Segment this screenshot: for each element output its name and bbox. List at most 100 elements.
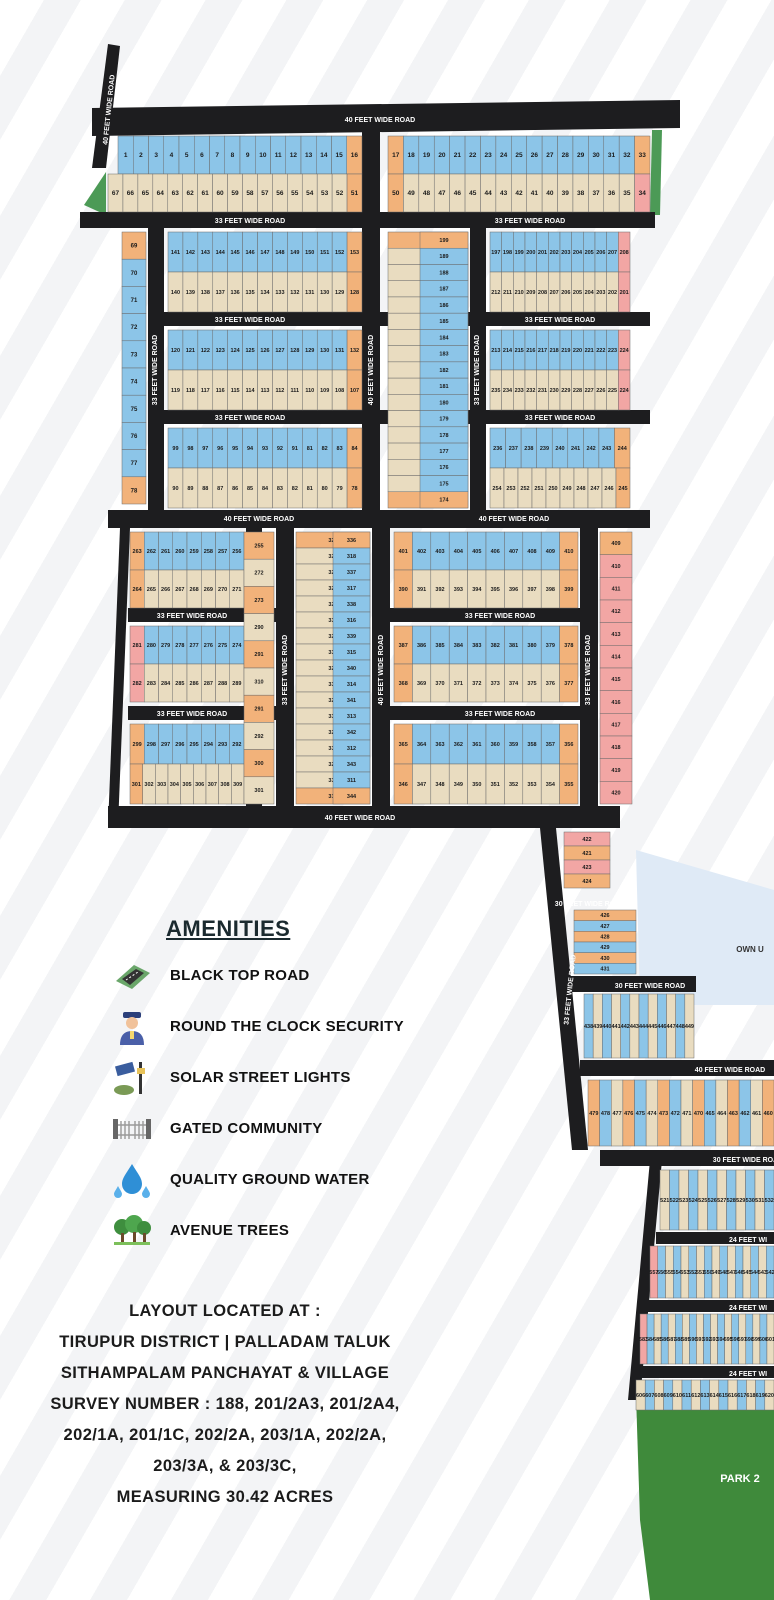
plot-number: 179	[439, 417, 448, 423]
plot-cell	[599, 781, 633, 805]
plot-number: 35	[623, 190, 631, 197]
plot-number: 442	[621, 1024, 630, 1030]
plot-number: 348	[435, 782, 444, 788]
plot-number: 141	[171, 250, 180, 256]
plot-number: 338	[347, 602, 356, 608]
road-label: 33 FEET WIDE ROAD	[215, 415, 285, 422]
plot-number: 336	[347, 538, 356, 544]
plot-number: 63	[172, 190, 180, 197]
plot-number: 261	[161, 549, 170, 555]
plot-number: 381	[509, 643, 518, 649]
plot-cell	[243, 531, 275, 560]
plot-number: 76	[131, 434, 138, 440]
plot-number: 181	[439, 384, 448, 390]
plot-number: 356	[564, 742, 573, 748]
plot-number: 201	[538, 250, 547, 256]
plot-number: 127	[275, 348, 284, 354]
plot-number: 542	[766, 1270, 774, 1276]
plot-number: 462	[740, 1111, 749, 1117]
plot-number: 57	[261, 190, 269, 197]
plot-number: 409	[546, 549, 555, 555]
plot-number: 47	[438, 190, 446, 197]
plot-number: 147	[260, 250, 269, 256]
plot-number: 43	[500, 190, 508, 197]
location-line: TIRUPUR DISTRICT | PALLADAM TALUK	[59, 1333, 391, 1351]
plot-number: 272	[254, 571, 263, 577]
park-label: PARK 2	[720, 1473, 760, 1485]
plot-number: 206	[561, 290, 570, 296]
plot-number: 229	[561, 388, 570, 394]
plot-number: 15	[336, 152, 344, 159]
location-heading: LAYOUT LOCATED AT :	[129, 1302, 321, 1320]
plot-number: 1	[124, 152, 128, 159]
plot-number: 40	[546, 190, 554, 197]
road-label: 24 FEET WI	[729, 1305, 767, 1312]
plot-number: 311	[347, 778, 356, 784]
road-label: 33 FEET WIDE ROAD	[152, 335, 159, 405]
plot-number: 608	[654, 1393, 663, 1399]
plot-number: 29	[577, 152, 585, 159]
road-24ft-a	[656, 1232, 774, 1244]
plot-number: 114	[246, 388, 256, 394]
plot-number: 213	[491, 348, 500, 354]
own-use-area	[636, 850, 774, 1005]
plot-number: 131	[335, 348, 344, 354]
plot-number: 371	[454, 681, 463, 687]
plot-number: 421	[582, 851, 591, 857]
plot-number: 26	[531, 152, 539, 159]
plot-number: 301	[254, 788, 263, 794]
plot-number: 185	[439, 319, 448, 325]
road-label: 33 FEET WIDE ROAD	[465, 613, 535, 620]
plot-number: 55	[291, 190, 299, 197]
plot-number: 21	[454, 152, 462, 159]
plot-number: 525	[698, 1198, 707, 1204]
plot-number: 2	[139, 152, 143, 159]
plot-number: 214	[503, 348, 513, 354]
plot-number: 8	[231, 152, 235, 159]
plot-number: 590	[688, 1337, 697, 1343]
plot-number: 70	[131, 271, 138, 277]
plot-number: 5	[185, 152, 189, 159]
plot-number: 616	[728, 1393, 737, 1399]
plot-number: 303	[157, 782, 166, 788]
plot-number: 600	[759, 1337, 768, 1343]
plot-number: 10	[259, 152, 267, 159]
plot-number: 295	[190, 742, 199, 748]
plot-number: 245	[618, 486, 627, 492]
amenity-item: SOLAR STREET LIGHTS	[110, 1052, 410, 1103]
plot-number: 134	[260, 290, 270, 296]
plot-number: 188	[439, 270, 448, 276]
plot-number: 142	[186, 250, 195, 256]
plot-number: 357	[546, 742, 555, 748]
plot-number: 80	[322, 486, 328, 492]
plot-number: 177	[439, 449, 448, 455]
plot-number: 184	[439, 335, 449, 341]
plot-cell	[346, 271, 363, 313]
amenity-label: QUALITY GROUND WATER	[170, 1171, 370, 1188]
plot-number: 354	[546, 782, 556, 788]
plot-number: 197	[491, 250, 500, 256]
plot-number: 224	[620, 348, 630, 354]
plot-cell	[346, 369, 363, 411]
road-west-edge	[108, 528, 130, 826]
plot-number: 269	[204, 587, 213, 593]
plot-number: 128	[350, 290, 359, 296]
plot-number: 430	[600, 956, 609, 962]
plot-number: 119	[171, 388, 180, 394]
plot-number: 583	[639, 1337, 648, 1343]
plot-number: 419	[611, 768, 620, 774]
plot-number: 99	[172, 446, 178, 452]
plot-number: 363	[435, 742, 444, 748]
plot-number: 358	[527, 742, 536, 748]
plot-number: 242	[587, 446, 596, 452]
plot-number: 263	[133, 549, 142, 555]
plot-number: 125	[245, 348, 254, 354]
